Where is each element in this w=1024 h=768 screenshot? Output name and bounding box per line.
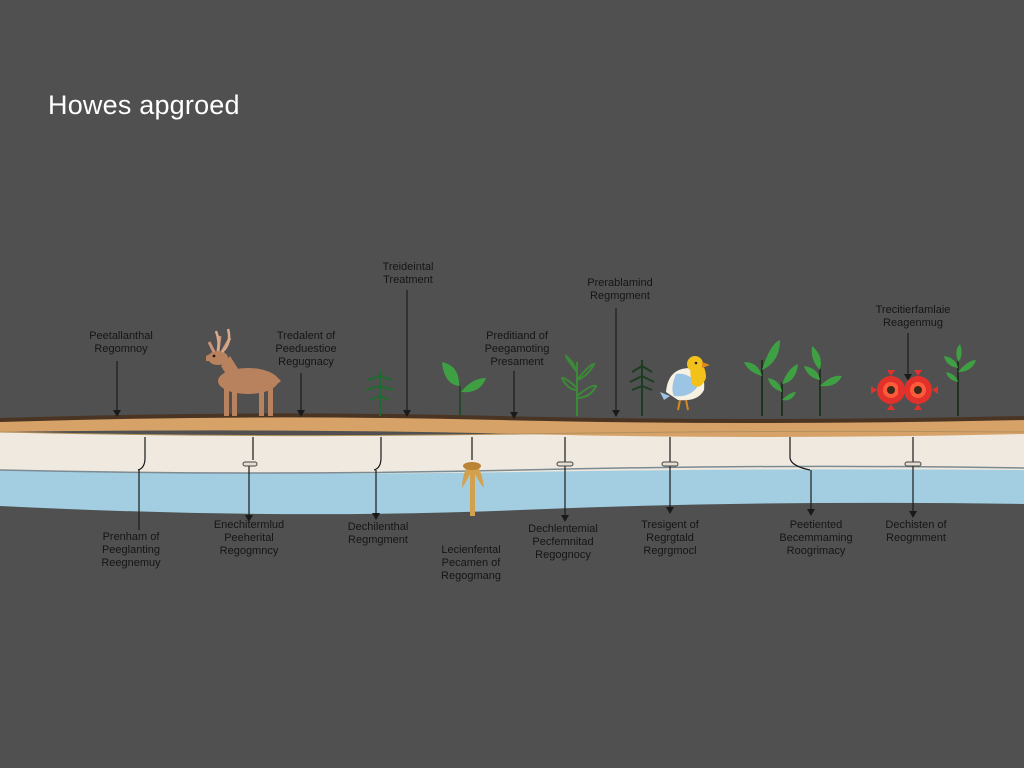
layer-seam <box>0 465 1024 474</box>
flower-icon <box>871 370 938 410</box>
layer-seam <box>0 430 1024 437</box>
label-above-4: Preditiand of Peegamoting Presament <box>484 330 550 368</box>
label-below-7: Peetiented Becemmaming Roogrimacy <box>779 519 853 557</box>
label-below-5: Dechlentemial Pecfemnitad Regognocy <box>528 523 598 561</box>
bird-icon <box>660 356 710 411</box>
label-above-1: Peetallanthal Regomnoy <box>89 330 153 355</box>
connector-nubs <box>242 461 922 467</box>
label-above-3: Treideintal Treatment <box>382 261 434 286</box>
label-below-4: Lecienfental Pecamen of Regogmang <box>441 544 501 582</box>
ground-line <box>0 413 1024 423</box>
upper-arrowheads <box>113 374 912 419</box>
root-icon <box>462 462 484 516</box>
upper-leader-lines <box>116 290 909 416</box>
label-above-2: Tredalent of Peeduestioe Regugnacy <box>275 330 337 368</box>
diagram-title: Howes apgroed <box>48 90 240 120</box>
sand-layer <box>0 431 1024 474</box>
plant-icon <box>365 340 976 416</box>
label-below-3: Dechilenthal Regmgment <box>347 521 409 546</box>
label-below-1: Prenham of Peeglanting Reegnemuy <box>101 531 161 569</box>
lower-arrowheads <box>245 507 917 522</box>
lower-leader-lines <box>137 437 914 530</box>
label-above-6: Trecitierfamlaie Reagenmug <box>875 304 951 329</box>
water-layer <box>0 465 1024 515</box>
label-above-5: Prerablamind Regmgment <box>587 277 653 302</box>
label-below-8: Dechisten of Reogmment <box>885 519 947 544</box>
deer-icon <box>206 328 281 416</box>
label-below-2: Enechitermlud Peeherital Regogmncy <box>213 519 285 557</box>
label-below-6: Tresigent of Regrgtald Regrgmocl <box>641 519 699 557</box>
